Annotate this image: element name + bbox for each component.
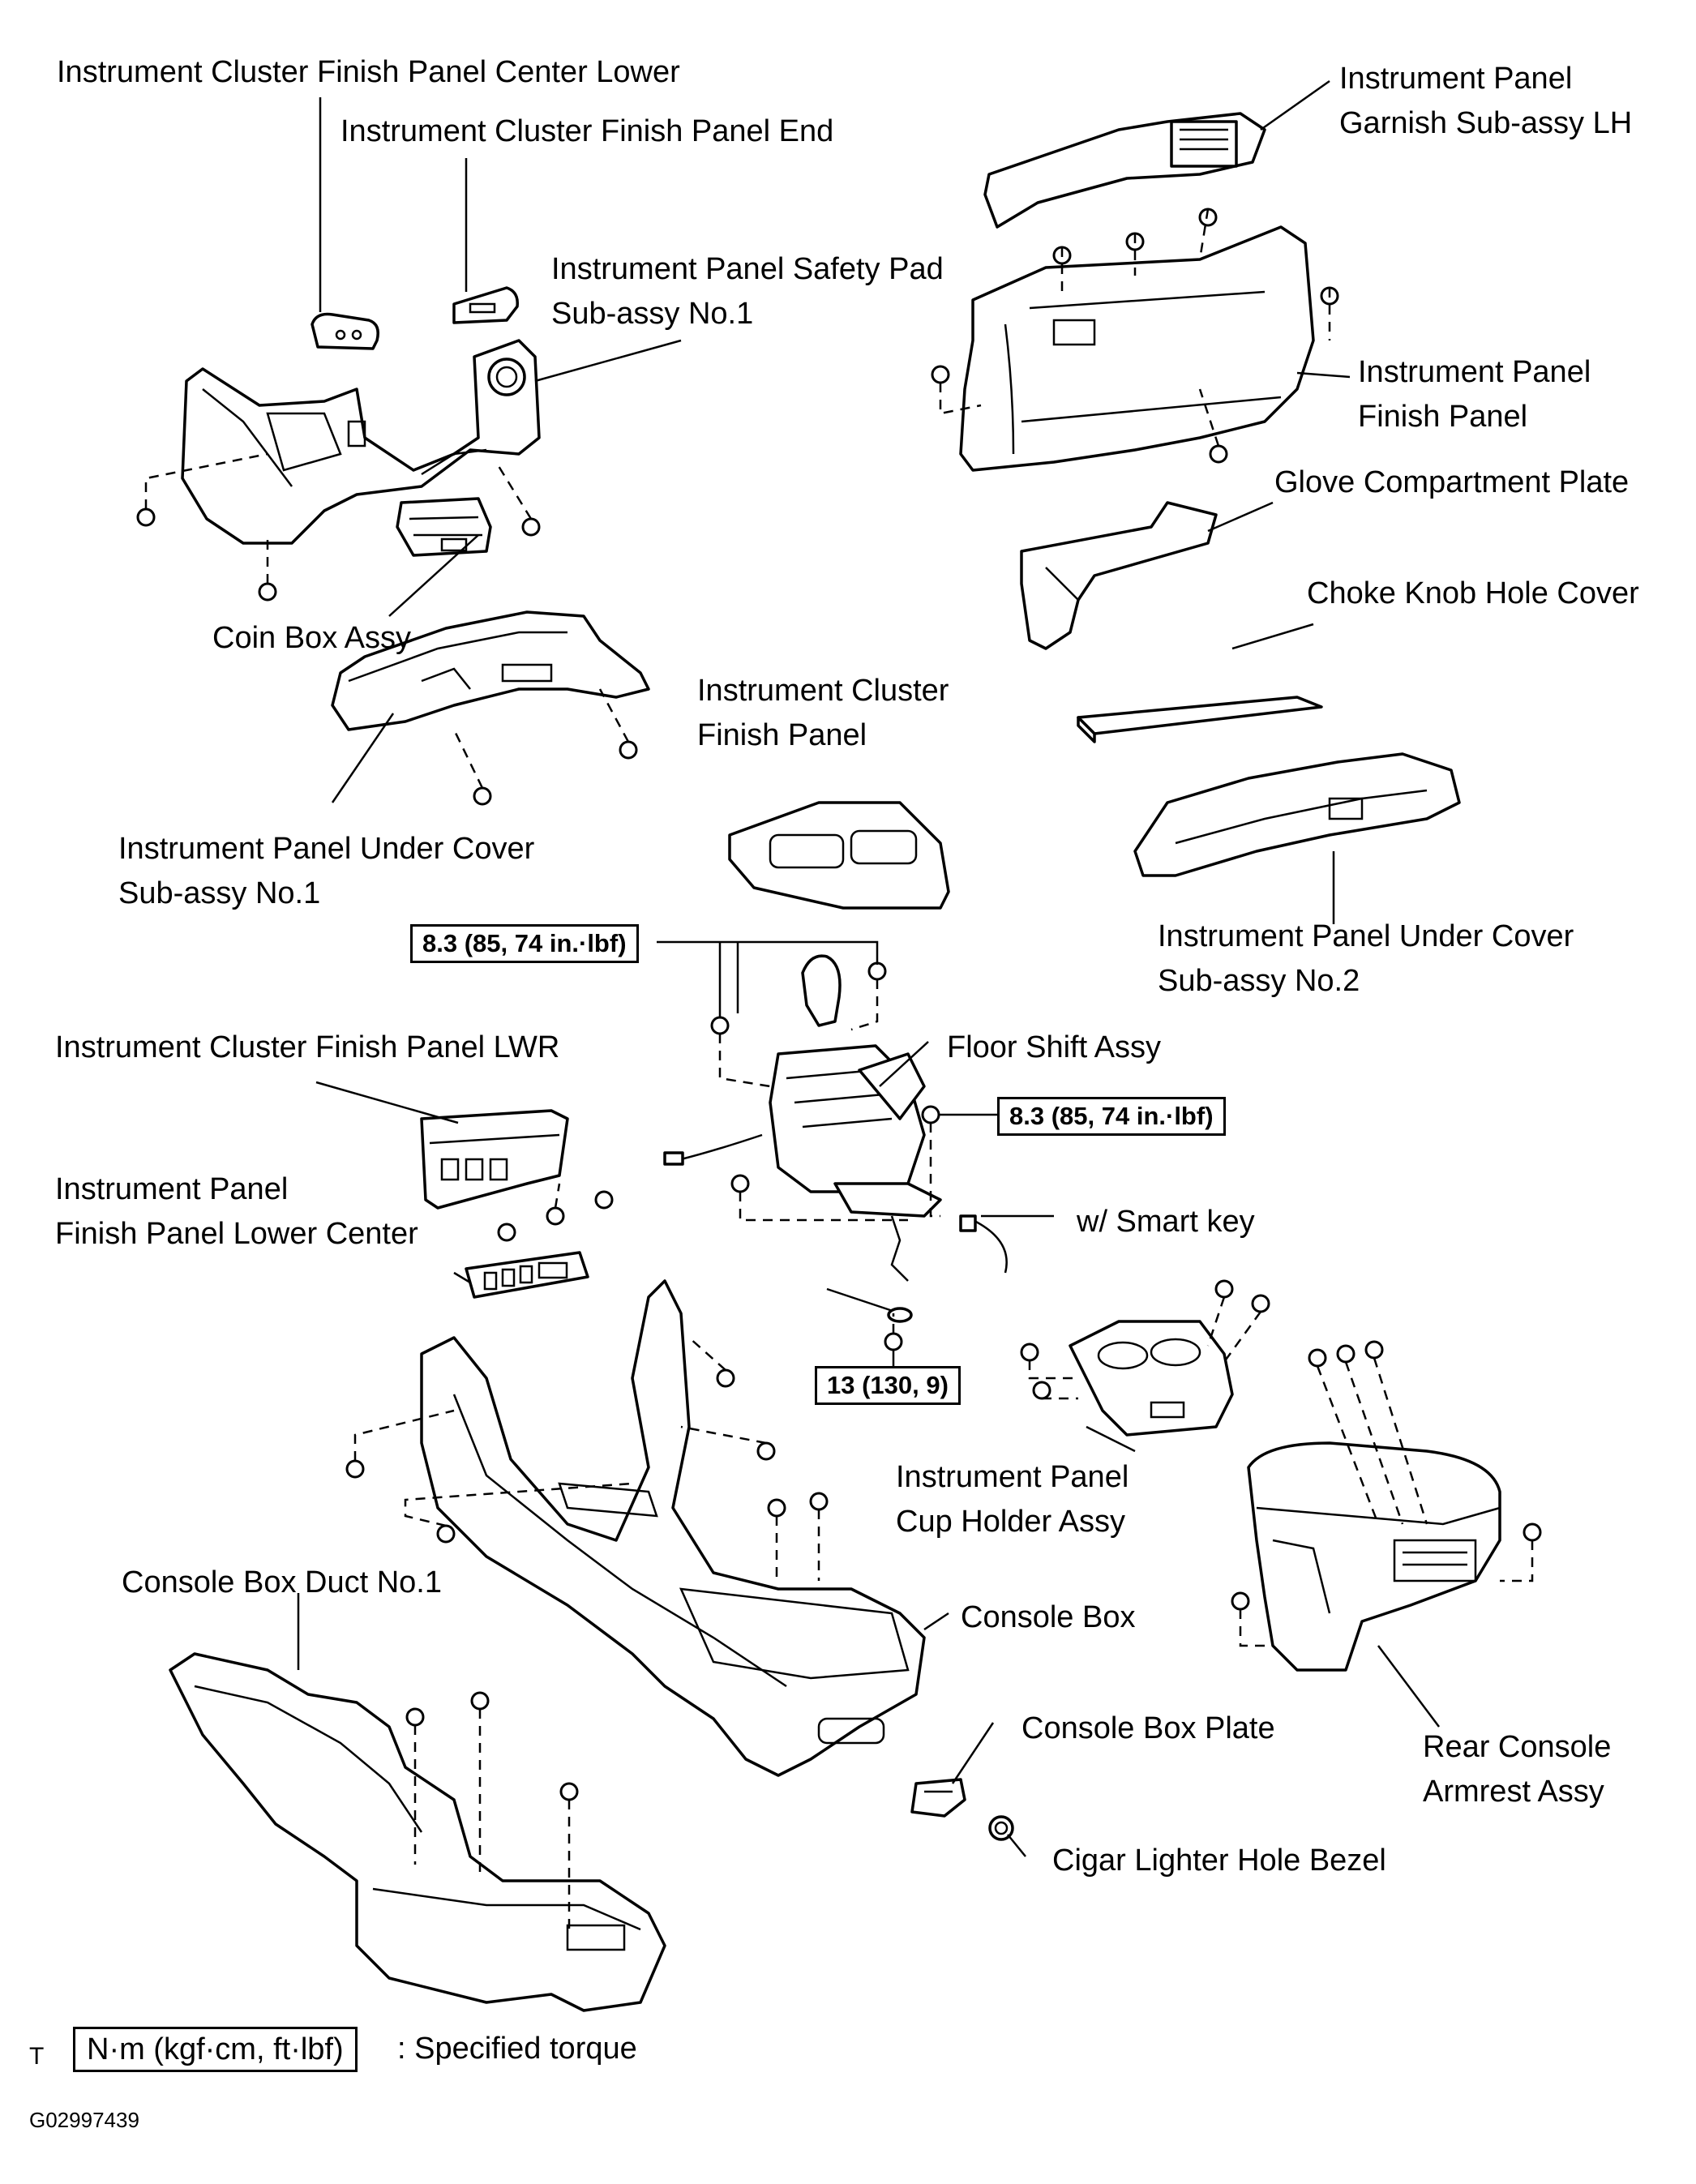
torque-box-1: 8.3 (85, 74 in.·lbf) bbox=[410, 924, 639, 963]
label-floor-shift: Floor Shift Assy bbox=[947, 1030, 1161, 1064]
label-lower-center-line2: Finish Panel Lower Center bbox=[55, 1217, 418, 1251]
finish-panel-part bbox=[959, 225, 1315, 472]
label-cluster-center-lower: Instrument Cluster Finish Panel Center L… bbox=[57, 55, 680, 89]
console-box-part bbox=[420, 1279, 926, 1777]
label-garnish-line2: Garnish Sub-assy LH bbox=[1339, 106, 1633, 140]
label-smart-key: w/ Smart key bbox=[1077, 1205, 1255, 1239]
cigar-bezel-part bbox=[988, 1815, 1014, 1841]
label-finish-panel-line1: Instrument Panel bbox=[1358, 355, 1591, 389]
label-under-cover1-line1: Instrument Panel Under Cover bbox=[118, 832, 535, 866]
label-under-cover1-line2: Sub-assy No.1 bbox=[118, 876, 321, 910]
label-under-cover2-line1: Instrument Panel Under Cover bbox=[1158, 919, 1574, 953]
label-glove-plate: Glove Compartment Plate bbox=[1274, 465, 1630, 499]
label-duct: Console Box Duct No.1 bbox=[122, 1565, 442, 1599]
label-console-plate: Console Box Plate bbox=[1021, 1711, 1275, 1745]
label-cluster-end: Instrument Cluster Finish Panel End bbox=[340, 114, 834, 148]
label-safety-pad-line1: Instrument Panel Safety Pad bbox=[551, 252, 944, 286]
torque-box-2: 8.3 (85, 74 in.·lbf) bbox=[997, 1097, 1226, 1136]
label-rear-armrest-line1: Rear Console bbox=[1423, 1730, 1612, 1764]
leader-lines bbox=[297, 79, 1440, 1857]
label-coin-box: Coin Box Assy bbox=[212, 621, 411, 655]
torque-box-3: 13 (130, 9) bbox=[815, 1366, 961, 1405]
legend-t-mark: T bbox=[29, 2043, 45, 2070]
under-cover-1-part bbox=[331, 610, 650, 731]
cluster-finish-panel-part bbox=[728, 801, 950, 910]
label-choke-cover: Choke Knob Hole Cover bbox=[1307, 576, 1639, 610]
duct-part bbox=[169, 1652, 666, 2012]
figure-id: G02997439 bbox=[29, 2108, 139, 2132]
under-cover-2-part bbox=[1133, 752, 1461, 877]
cluster-lwr-part bbox=[420, 1109, 569, 1210]
legend-unit-box: N·m (kgf·cm, ft·lbf) bbox=[73, 2027, 358, 2072]
label-safety-pad-line2: Sub-assy No.1 bbox=[551, 297, 754, 331]
cluster-end-part bbox=[452, 286, 519, 324]
cluster-center-lower-part bbox=[311, 312, 379, 350]
label-cup-holder-line1: Instrument Panel bbox=[896, 1460, 1129, 1494]
cup-holder-part bbox=[1069, 1320, 1234, 1437]
console-plate-part bbox=[910, 1778, 966, 1818]
label-garnish-line1: Instrument Panel bbox=[1339, 62, 1573, 96]
floor-shift-part bbox=[663, 954, 942, 1282]
label-lower-center-line1: Instrument Panel bbox=[55, 1172, 289, 1206]
rear-armrest-part bbox=[1247, 1441, 1501, 1672]
choke-cover-part bbox=[1077, 696, 1323, 743]
label-rear-armrest-line2: Armrest Assy bbox=[1423, 1775, 1604, 1809]
legend-specified-torque: : Specified torque bbox=[397, 2032, 637, 2066]
label-cigar-bezel: Cigar Lighter Hole Bezel bbox=[1052, 1844, 1386, 1878]
label-cluster-finish-line1: Instrument Cluster bbox=[697, 674, 949, 708]
label-cluster-lwr: Instrument Cluster Finish Panel LWR bbox=[55, 1030, 560, 1064]
label-cluster-finish-line2: Finish Panel bbox=[697, 718, 867, 752]
install-lines bbox=[144, 208, 1534, 1929]
lower-center-part bbox=[465, 1251, 589, 1299]
label-cup-holder-line2: Cup Holder Assy bbox=[896, 1505, 1126, 1539]
label-console-box: Console Box bbox=[961, 1600, 1136, 1634]
glove-plate-part bbox=[1020, 501, 1218, 650]
coin-box-part bbox=[396, 497, 492, 557]
label-under-cover2-line2: Sub-assy No.2 bbox=[1158, 964, 1360, 998]
label-finish-panel-line2: Finish Panel bbox=[1358, 400, 1528, 434]
garnish-lh-part bbox=[983, 112, 1266, 229]
safety-pad-part bbox=[181, 339, 541, 545]
